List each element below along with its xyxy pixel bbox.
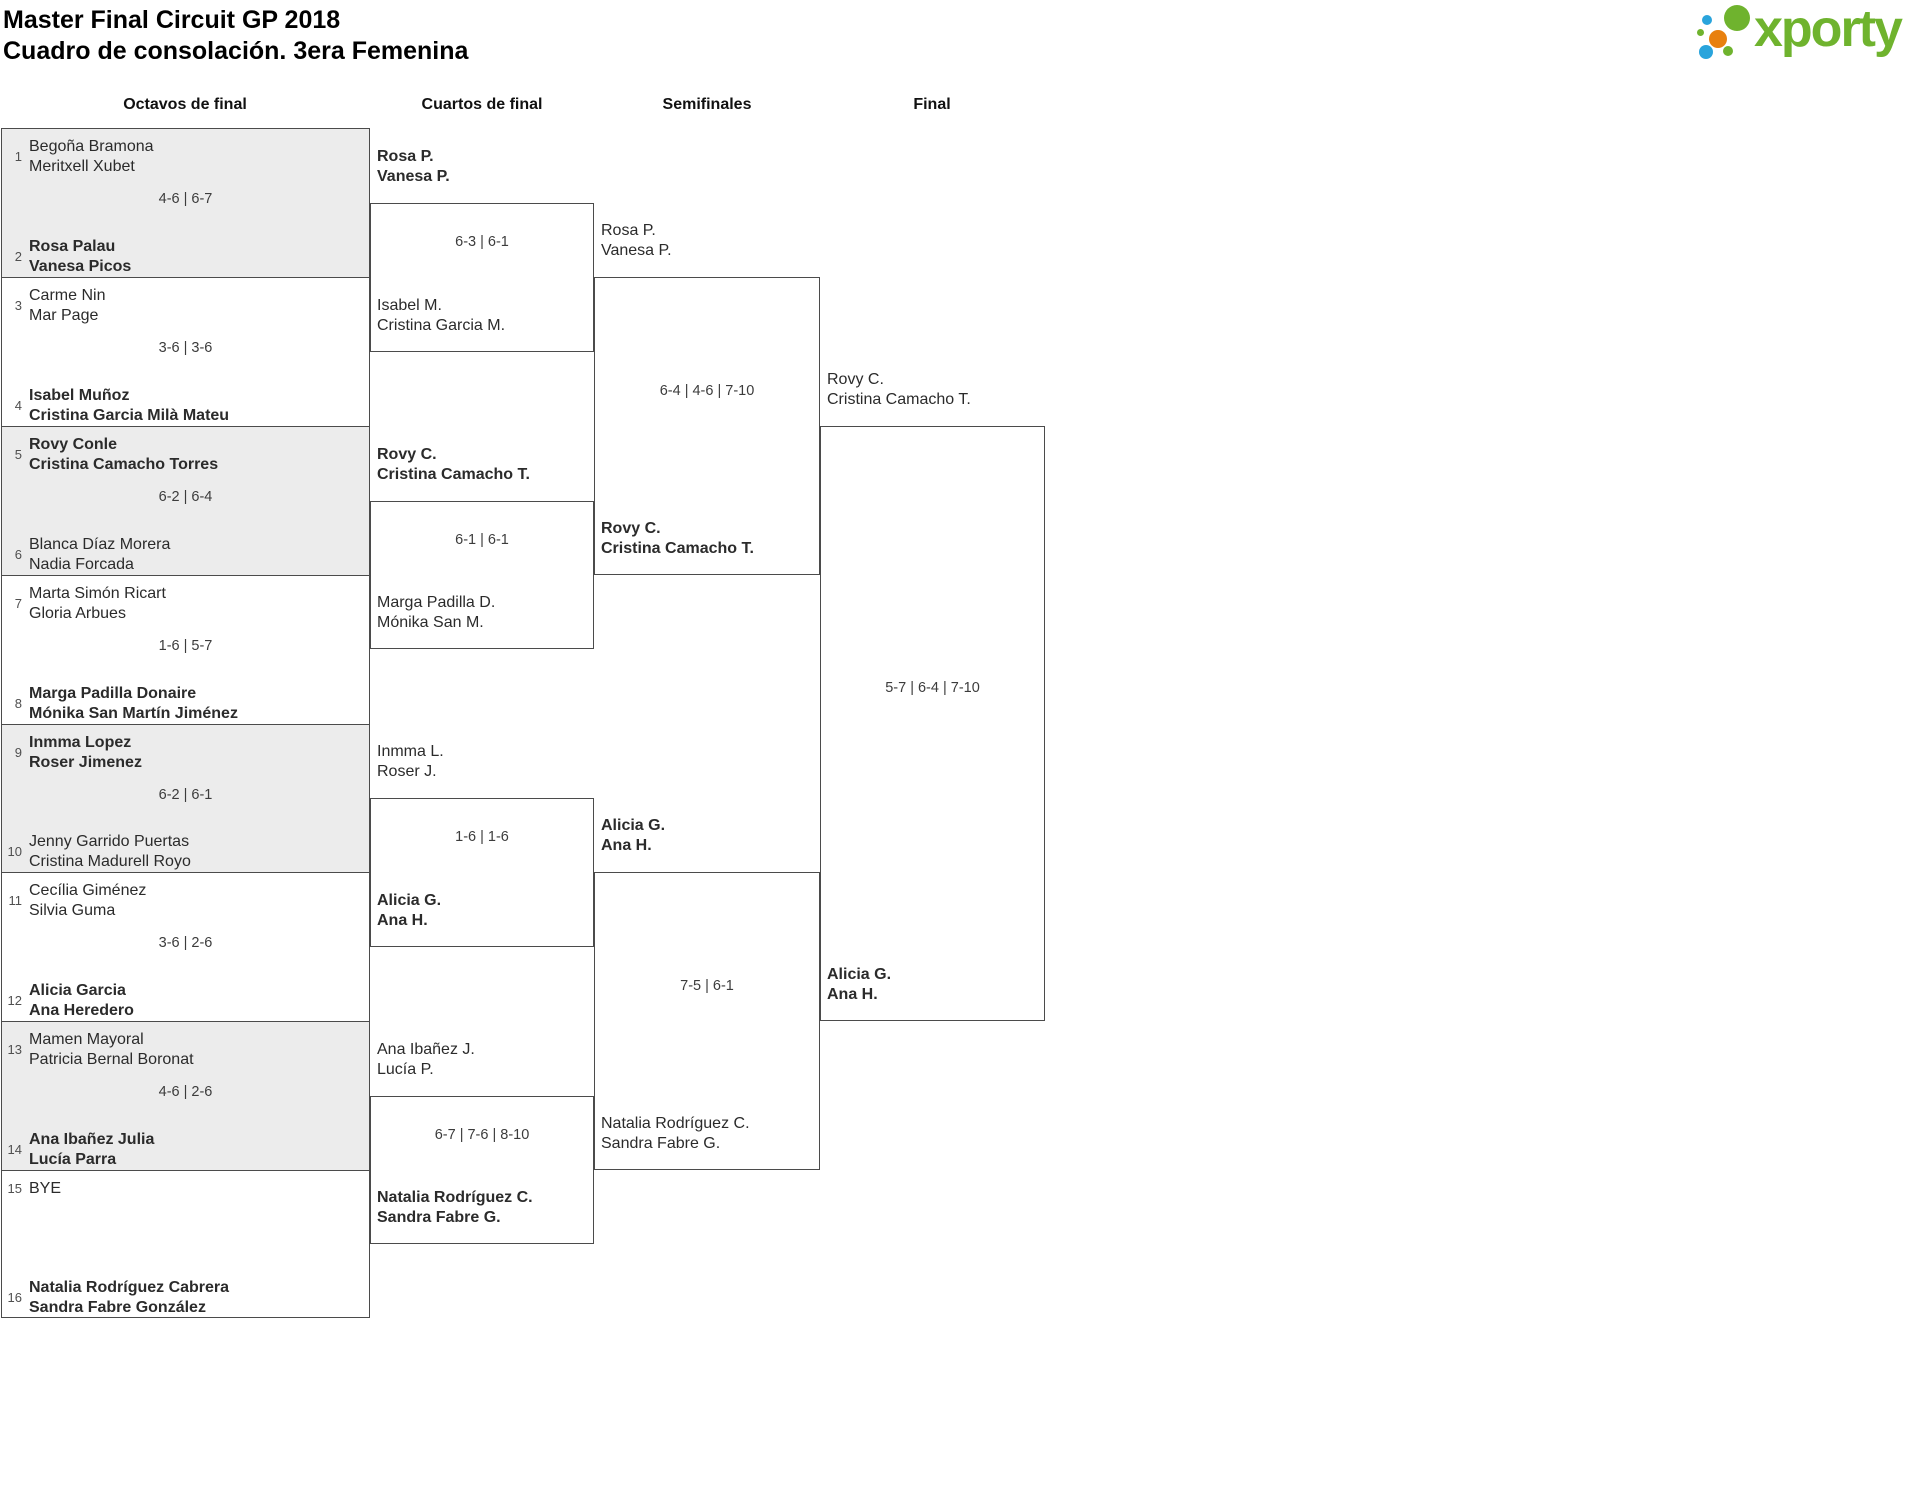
seed-number: 4 bbox=[14, 398, 22, 413]
advancing-team-label: Rovy C.Cristina Camacho T. bbox=[827, 370, 971, 408]
cuartos-match-box-4 bbox=[370, 1095, 594, 1244]
seed-number: 6 bbox=[14, 547, 22, 562]
seed-number: 1 bbox=[14, 149, 22, 164]
seed-number: 11 bbox=[8, 893, 23, 908]
round-header-4: Final bbox=[913, 96, 951, 113]
semifinal-match-box-2 bbox=[594, 872, 820, 1170]
match-score: 4-6 | 2-6 bbox=[158, 1084, 213, 1100]
final-match-box-1 bbox=[820, 425, 1045, 1021]
team-top: BYE bbox=[29, 1180, 62, 1197]
cuartos-score: 6-7 | 7-6 | 8-10 bbox=[434, 1126, 530, 1143]
cuartos-match-box-1 bbox=[370, 202, 594, 352]
seed-number: 14 bbox=[7, 1142, 22, 1157]
logo-dot-blue-large bbox=[1699, 45, 1713, 59]
match-score: 1-6 | 5-7 bbox=[158, 638, 213, 654]
semifinal-score: 7-5 | 6-1 bbox=[680, 977, 734, 994]
round-header-3: Semifinales bbox=[662, 96, 752, 113]
advancing-team-label: Rosa P.Vanesa P. bbox=[601, 222, 672, 259]
winner-label: Rovy C.Cristina Camacho T. bbox=[377, 445, 530, 483]
seed-number: 8 bbox=[14, 695, 22, 711]
logo-dot-orange bbox=[1709, 30, 1727, 48]
seed-number: 10 bbox=[7, 844, 22, 859]
winner-label: Natalia Rodríguez C.Sandra Fabre G. bbox=[377, 1189, 533, 1226]
advancing-team-label: Isabel M.Cristina Garcia M. bbox=[377, 296, 506, 334]
seed-number: 16 bbox=[7, 1290, 22, 1305]
bracket-subtitle: Cuadro de consolación. 3era Femenina bbox=[3, 37, 469, 65]
cuartos-score: 6-1 | 6-1 bbox=[455, 531, 509, 548]
final-score: 5-7 | 6-4 | 7-10 bbox=[885, 680, 980, 697]
match-score: 3-6 | 2-6 bbox=[158, 935, 213, 951]
seed-number: 9 bbox=[14, 744, 22, 760]
semifinal-score: 6-4 | 4-6 | 7-10 bbox=[659, 382, 755, 399]
tournament-title: Master Final Circuit GP 2018 bbox=[3, 6, 341, 34]
logo-dot-green-large bbox=[1724, 5, 1750, 31]
match-score: 6-2 | 6-4 bbox=[158, 489, 213, 505]
seed-number: 2 bbox=[14, 249, 22, 264]
winner-label: Rosa P.Vanesa P. bbox=[377, 147, 450, 185]
cuartos-match-box-2 bbox=[370, 500, 594, 650]
cuartos-score: 1-6 | 1-6 bbox=[455, 829, 509, 846]
advancing-team-label: Ana Ibañez J.Lucía P. bbox=[377, 1040, 475, 1078]
semifinal-match-box-1 bbox=[594, 277, 820, 575]
seed-number: 15 bbox=[7, 1181, 22, 1196]
logo-wordmark: xporty bbox=[1754, 0, 1903, 58]
round-header-2: Cuartos de final bbox=[421, 96, 543, 113]
cuartos-match-box-3 bbox=[370, 797, 594, 947]
seed-number: 7 bbox=[14, 596, 22, 611]
winner-label: Rovy C.Cristina Camacho T. bbox=[601, 519, 754, 557]
seed-number: 13 bbox=[7, 1042, 22, 1057]
advancing-team-label: Natalia Rodríguez C.Sandra Fabre G. bbox=[601, 1114, 750, 1152]
seed-number: 12 bbox=[7, 993, 22, 1008]
seed-number: 3 bbox=[14, 298, 22, 313]
logo-dot-green-small bbox=[1723, 46, 1733, 56]
winner-label: Alicia G.Ana H. bbox=[601, 817, 666, 855]
logo-dot-green-tiny bbox=[1697, 29, 1704, 36]
round-header-1: Octavos de final bbox=[123, 96, 247, 113]
advancing-team-label: Marga Padilla D.Mónika San M. bbox=[377, 594, 496, 632]
match-score: 4-6 | 6-7 bbox=[158, 191, 213, 207]
match-score: 6-2 | 6-1 bbox=[158, 786, 213, 803]
advancing-team-label: Inmma L.Roser J. bbox=[377, 742, 444, 780]
winner-label: Alicia G.Ana H. bbox=[377, 891, 442, 929]
winner-label: Alicia G.Ana H. bbox=[827, 965, 892, 1003]
cuartos-score: 6-3 | 6-1 bbox=[455, 234, 509, 250]
seed-number: 5 bbox=[14, 447, 22, 462]
logo-dot-blue-small bbox=[1702, 15, 1712, 25]
xporty-logo[interactable]: xporty bbox=[1695, 0, 1919, 71]
match-score: 3-6 | 3-6 bbox=[158, 340, 213, 356]
